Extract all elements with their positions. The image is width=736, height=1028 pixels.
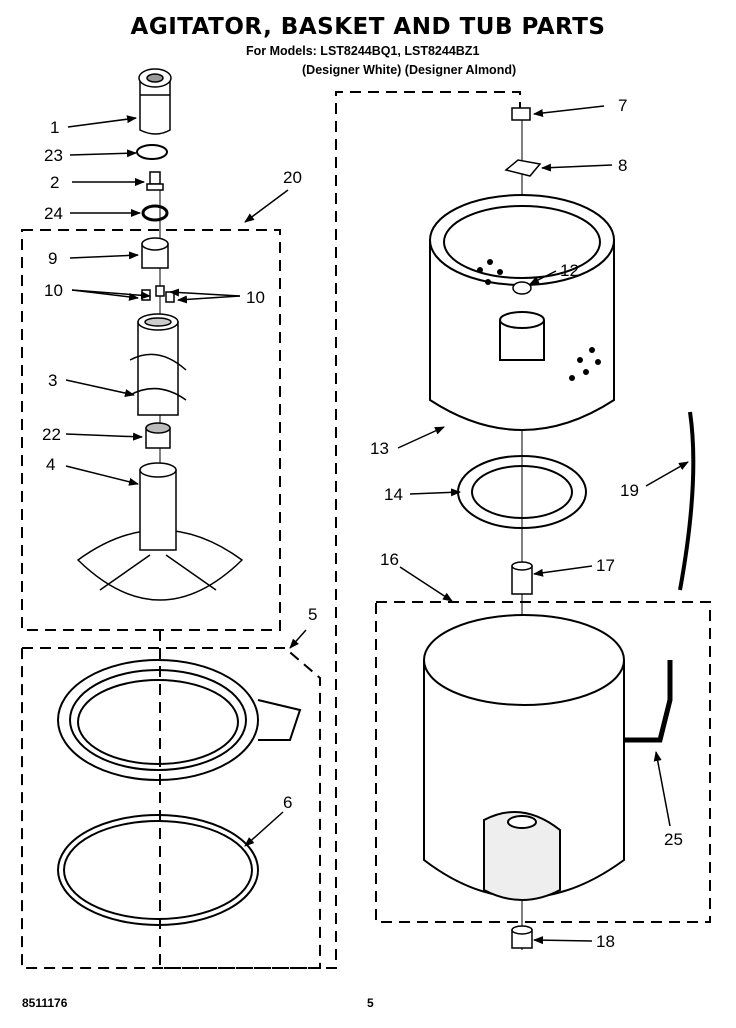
- auger-part: [129, 313, 187, 416]
- seal-ring-part: [136, 144, 168, 160]
- spanner-nut-part: [504, 159, 542, 177]
- tub-group-box: [375, 601, 711, 923]
- callout-24: 24: [44, 204, 63, 223]
- callout-18: 18: [596, 932, 615, 951]
- page-title: AGITATOR, BASKET AND TUB PARTS: [130, 14, 606, 40]
- agitator-group-box: [21, 229, 281, 631]
- agitator-dog-parts: [141, 285, 175, 303]
- agitator-base-part: [76, 462, 244, 601]
- callout-6: 6: [283, 793, 293, 812]
- tub-ring-part: [57, 659, 302, 781]
- callout-1: 1: [50, 118, 60, 137]
- basket-nut-part: [511, 107, 531, 121]
- assembly-path-line: [159, 91, 521, 969]
- callout-16: 16: [380, 550, 399, 569]
- doc-number: 8511176: [22, 996, 68, 1010]
- callout-8: 8: [618, 156, 628, 175]
- bolt-part: [146, 171, 164, 191]
- callout-23: 23: [44, 146, 63, 165]
- outer-tub-part: [423, 614, 625, 901]
- basket-holes: [477, 259, 601, 381]
- agitator-cap-part: [138, 68, 172, 135]
- callout-2: 2: [50, 173, 60, 192]
- callout-14: 14: [384, 485, 403, 504]
- seal-part: [511, 925, 533, 949]
- clutch-part: [145, 422, 171, 449]
- callout-17: 17: [596, 556, 615, 575]
- callout-3: 3: [48, 371, 58, 390]
- callout-5: 5: [308, 605, 318, 624]
- callout-20: 20: [283, 168, 302, 187]
- callout-4: 4: [46, 455, 56, 474]
- callout-9: 9: [48, 249, 58, 268]
- page-number: 5: [367, 996, 374, 1010]
- drive-block-part: [511, 561, 533, 595]
- leader-arrows: [65, 105, 689, 945]
- models-line: For Models: LST8244BQ1, LST8244BZ1: [246, 44, 480, 58]
- snap-ring-part: [57, 814, 259, 926]
- o-ring-part: [141, 204, 169, 222]
- hub-seal-part: [512, 281, 532, 295]
- ring-group-box: [21, 647, 321, 969]
- hose-part: [678, 411, 696, 591]
- callout-10-left: 10: [44, 281, 63, 300]
- callout-13: 13: [370, 439, 389, 458]
- callout-12: 12: [560, 261, 579, 280]
- finishes-line: (Designer White) (Designer Almond): [302, 63, 517, 77]
- callout-7: 7: [618, 96, 628, 115]
- callout-10-right: 10: [246, 288, 265, 307]
- callout-22: 22: [42, 425, 61, 444]
- tub-hose-part: [624, 660, 673, 743]
- callout-19: 19: [620, 481, 639, 500]
- callout-25: 25: [664, 830, 683, 849]
- wash-basket-part: [429, 194, 615, 431]
- agitator-cam-part: [141, 237, 169, 269]
